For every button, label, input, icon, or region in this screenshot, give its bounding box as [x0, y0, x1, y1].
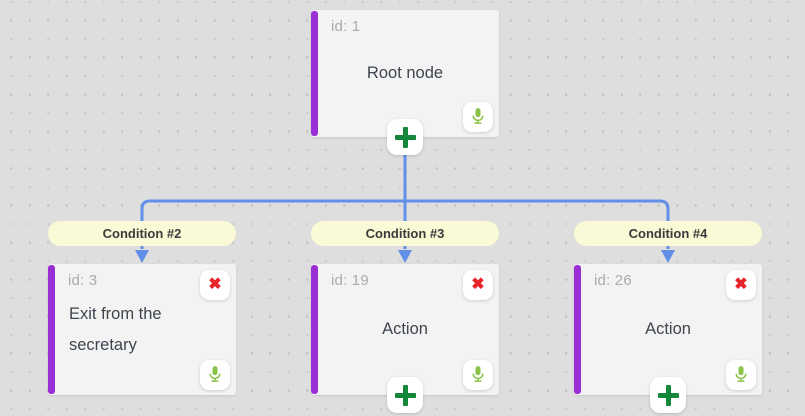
- condition-label: Condition #4: [628, 226, 708, 241]
- node-title: Exit from the secretary: [69, 304, 162, 354]
- add-child-button[interactable]: [387, 119, 423, 155]
- node-accent-bar: [48, 265, 55, 394]
- arrowhead-left-icon: [135, 250, 149, 263]
- node-accent-bar: [574, 265, 581, 394]
- mic-button[interactable]: [463, 360, 493, 390]
- node-root[interactable]: id: 1 Root node: [311, 10, 499, 155]
- delete-node-button[interactable]: ✖: [200, 270, 230, 300]
- node-title: Action: [645, 320, 691, 338]
- delete-icon: ✖: [208, 276, 222, 293]
- node-title: Root node: [366, 64, 444, 82]
- delete-icon: ✖: [734, 276, 748, 293]
- condition-pill-2[interactable]: Condition #2: [48, 221, 236, 246]
- node-accent-bar: [311, 265, 318, 394]
- node-action-19[interactable]: id: 19 Action ✖: [311, 264, 499, 413]
- add-icon: [657, 384, 679, 406]
- node-id-label: id: 1: [331, 18, 361, 35]
- condition-pill-3[interactable]: Condition #3: [311, 221, 499, 246]
- add-icon: [394, 384, 416, 406]
- node-accent-bar: [311, 11, 318, 136]
- arrowhead-middle-icon: [398, 250, 412, 263]
- node-action-26[interactable]: id: 26 Action ✖: [574, 264, 762, 413]
- microphone-icon: [205, 364, 225, 387]
- condition-pill-4[interactable]: Condition #4: [574, 221, 762, 246]
- delete-node-button[interactable]: ✖: [463, 270, 493, 300]
- mic-button[interactable]: [200, 360, 230, 390]
- node-id-label: id: 19: [331, 272, 369, 289]
- node-title: Action: [382, 320, 428, 338]
- arrowhead-right-icon: [661, 250, 675, 263]
- node-id-label: id: 3: [68, 272, 98, 289]
- delete-node-button[interactable]: ✖: [726, 270, 756, 300]
- mic-button[interactable]: [463, 102, 493, 132]
- condition-label: Condition #2: [102, 226, 182, 241]
- node-exit-from-secretary[interactable]: id: 3 Exit from the secretary ✖: [48, 264, 236, 395]
- mic-button[interactable]: [726, 360, 756, 390]
- microphone-icon: [468, 106, 488, 129]
- connector-right: [405, 199, 670, 249]
- connector-left: [140, 199, 405, 249]
- add-child-button[interactable]: [650, 377, 686, 413]
- condition-label: Condition #3: [365, 226, 445, 241]
- delete-icon: ✖: [471, 276, 485, 293]
- microphone-icon: [731, 364, 751, 387]
- microphone-icon: [468, 364, 488, 387]
- add-icon: [394, 126, 416, 148]
- add-child-button[interactable]: [387, 377, 423, 413]
- node-id-label: id: 26: [594, 272, 632, 289]
